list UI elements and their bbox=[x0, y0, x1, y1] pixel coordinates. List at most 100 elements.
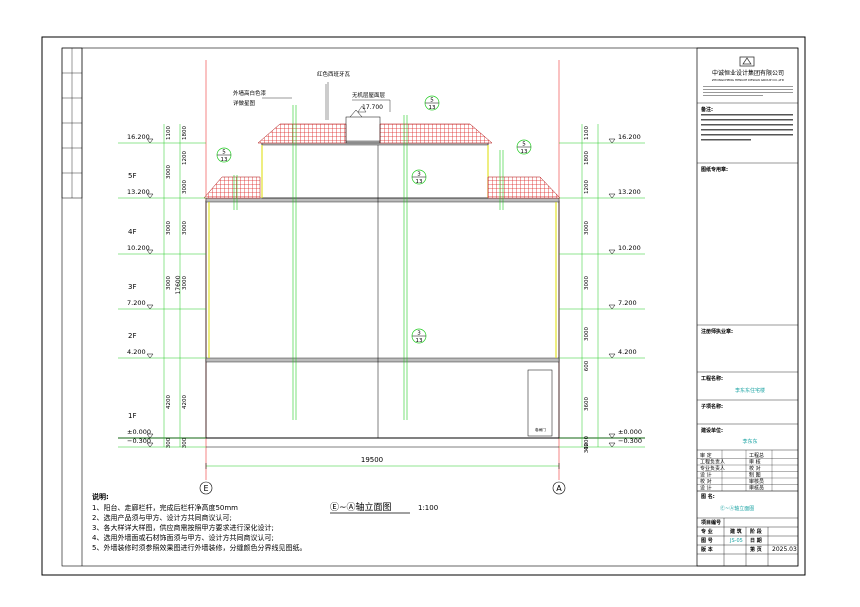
dimension-value: 4200 bbox=[166, 395, 172, 409]
dimension-value: 600 bbox=[584, 360, 590, 371]
axis-bubble-left bbox=[199, 481, 213, 495]
floor-label: 3F bbox=[128, 283, 136, 291]
level-marker-left bbox=[146, 433, 154, 439]
date-value: 2025.03 bbox=[772, 546, 797, 553]
company-name: 中诚恒业设计集团有限公司 bbox=[712, 69, 784, 77]
label-top-elevation: 17.700 bbox=[362, 104, 383, 111]
level-marker-left bbox=[146, 353, 154, 359]
dimension-value: 300 bbox=[182, 437, 188, 448]
roof-right bbox=[487, 176, 561, 199]
level-marker-right bbox=[608, 353, 616, 359]
level-elevation-left: 13.200 bbox=[127, 188, 150, 196]
dimension-value: 1200 bbox=[584, 180, 590, 194]
sheet-value: JS-05 bbox=[729, 538, 743, 544]
drawing-name-label: 图 名: bbox=[701, 493, 715, 500]
signature-role-2: 工程总 bbox=[749, 452, 764, 459]
level-elevation-left: ±0.000 bbox=[127, 428, 151, 436]
level-elevation-left: 10.200 bbox=[127, 244, 150, 252]
dimension-value: 3000 bbox=[182, 221, 188, 235]
section-notes: 备注: bbox=[700, 106, 713, 113]
detail-callout-bottom: 13 bbox=[521, 149, 528, 155]
signature-role: 工程负责人 bbox=[700, 459, 725, 466]
title-block: 审 定工程总工程负责人审 核专业负责人校 对设 计制 图校 对审核员设 计审核员 bbox=[696, 47, 799, 567]
section-stamp: 注册师执业章: bbox=[701, 328, 733, 335]
section-reviewer: 图纸专用章: bbox=[701, 166, 728, 173]
stage-label: 阶 段 bbox=[750, 528, 762, 535]
project-label: 工程名称: bbox=[701, 375, 723, 382]
dimension-value: 4200 bbox=[182, 395, 188, 409]
level-elevation-left: 4.200 bbox=[127, 348, 146, 356]
detail-callout-bottom: 13 bbox=[416, 179, 423, 185]
roof-top-left bbox=[257, 123, 347, 144]
level-marker-left bbox=[146, 193, 154, 199]
dimension-value: 3000 bbox=[182, 276, 188, 290]
level-elevation-right: 4.200 bbox=[618, 348, 637, 356]
level-elevation-right: 10.200 bbox=[618, 244, 641, 252]
level-marker-right bbox=[608, 304, 616, 310]
axis-label-right: A bbox=[556, 484, 562, 493]
date-label: 日 期 bbox=[750, 537, 762, 544]
dimension-value: 3000 bbox=[584, 276, 590, 290]
notes-block: 说明: 1、阳台、走廊栏杆，完成后栏杆净高度50mm2、选用产品须与甲方、设计方… bbox=[92, 492, 306, 552]
rolling-door bbox=[527, 369, 553, 437]
elevation-drawing: 卷闸门 16.20013.2005F10.2004F7.2003F4.2002F… bbox=[118, 60, 645, 495]
drawing-name-value: Ⓔ~Ⓐ轴立面图 bbox=[720, 505, 754, 512]
level-elevation-left: 16.200 bbox=[127, 133, 150, 141]
dimension-value: 3000 bbox=[166, 165, 172, 179]
detail-callout-top: 5 bbox=[522, 142, 526, 148]
label-paint: 外墙高白色漆 bbox=[233, 89, 267, 97]
drawing-title: Ⓔ~Ⓐ轴立面图 bbox=[330, 501, 392, 513]
detail-callout-top: 5 bbox=[430, 98, 434, 104]
level-marker-right bbox=[608, 442, 616, 448]
level-marker-right bbox=[608, 249, 616, 255]
dimension-value: 1800 bbox=[584, 151, 590, 165]
dimension-value: 3600 bbox=[584, 397, 590, 411]
level-elevation-left: 7.200 bbox=[127, 299, 146, 307]
level-marker-left bbox=[146, 249, 154, 255]
signature-role-2: 审 核 bbox=[749, 459, 761, 466]
level-marker-right bbox=[608, 193, 616, 199]
level-marker-right bbox=[608, 138, 616, 144]
drawing-title-group: Ⓔ~Ⓐ轴立面图 1:100 bbox=[330, 501, 438, 514]
level-elevation-right: 16.200 bbox=[618, 133, 641, 141]
level-elevation-right: ±0.000 bbox=[618, 428, 642, 436]
detail-callout-top: 3 bbox=[417, 172, 421, 178]
level-marker-left bbox=[146, 442, 154, 448]
detail-callout-bottom: 13 bbox=[416, 338, 423, 344]
level-marker-right bbox=[608, 433, 616, 439]
sheet-label: 图 号 bbox=[701, 537, 713, 544]
detail-callout-top: 3 bbox=[417, 331, 421, 337]
subitem-label: 子项名称: bbox=[701, 403, 723, 410]
floor-label: 4F bbox=[128, 228, 136, 236]
signature-role: 设 计 bbox=[700, 472, 712, 479]
project-value: 李东东住宅楼 bbox=[735, 387, 765, 394]
note-line: 3、各大样详大样图，供应商需按照甲方要求进行深化设计; bbox=[92, 523, 274, 532]
company-name-en: ZHONGCHENG HENGYE DESIGN GROUP CO.,LTD bbox=[712, 78, 785, 82]
binding-strip bbox=[61, 47, 83, 566]
axis-label-left: E bbox=[203, 484, 208, 493]
detail-callout-bottom: 13 bbox=[429, 105, 436, 111]
axis-bubble-right bbox=[552, 481, 566, 495]
note-line: 1、阳台、走廊栏杆，完成后栏杆净高度50mm bbox=[92, 503, 238, 512]
roof-left bbox=[203, 176, 261, 199]
title-block-text: 中诚恒业设计集团有限公司 ZHONGCHENG HENGYE DESIGN GR… bbox=[700, 69, 797, 553]
project-no-label: 项目编号 bbox=[701, 519, 721, 526]
note-line: 4、选用外墙面或石材饰面须与甲方、设计方共同商议认可; bbox=[92, 533, 274, 542]
total-height-dimension: 17600 bbox=[175, 275, 182, 294]
label-roof-tile: 红色西班牙瓦 bbox=[317, 70, 351, 78]
dimension-value: 1100 bbox=[584, 126, 590, 140]
dimension-value: 3000 bbox=[584, 221, 590, 235]
signature-role-2: 制 图 bbox=[749, 472, 761, 479]
dimension-value: 300 bbox=[584, 442, 590, 453]
outer-frame bbox=[41, 36, 806, 576]
label-paint-2: 详做星图 bbox=[233, 99, 256, 107]
signature-role: 设 计 bbox=[700, 485, 712, 492]
dimension-value: 3000 bbox=[166, 221, 172, 235]
level-elevation-left: −0.300 bbox=[127, 437, 151, 445]
dimension-value: 4200 bbox=[584, 436, 590, 450]
width-dimension: 19500 bbox=[361, 456, 383, 464]
dimension-value: 1200 bbox=[182, 151, 188, 165]
note-line: 2、选用产品须与甲方、设计方共同商议认可; bbox=[92, 513, 232, 522]
floor-label: 5F bbox=[128, 172, 136, 180]
drawing-scale: 1:100 bbox=[418, 504, 438, 512]
